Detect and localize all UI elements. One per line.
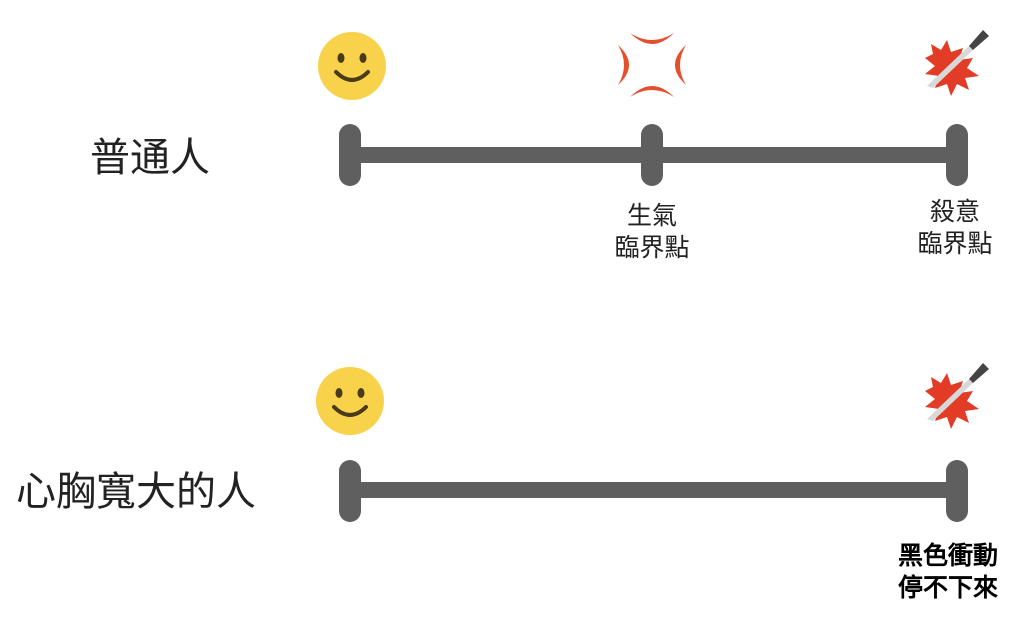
caption-line: 臨界點 — [614, 233, 690, 262]
caption-line: 臨界點 — [917, 229, 993, 258]
timeline-tick-start — [339, 124, 361, 186]
timeline-tick-murder — [946, 124, 968, 186]
smiley-face-icon — [316, 367, 384, 435]
anger-symbol-icon — [618, 33, 686, 97]
row-label-magnanimous-person: 心胸寬大的人 — [16, 469, 256, 515]
timeline-tick-anger — [641, 124, 663, 186]
caption-line: 生氣 — [626, 201, 677, 230]
smiley-face-icon — [318, 32, 386, 100]
murder-threshold-caption: 殺意 臨界點 — [895, 196, 1015, 260]
caption-line: 殺意 — [929, 197, 980, 226]
knife-blood-splat-icon — [925, 30, 989, 96]
caption-line: 黑色衝動 — [897, 541, 998, 570]
anger-threshold-caption: 生氣 臨界點 — [592, 200, 712, 264]
dark-impulse-caption: 黑色衝動 停不下來 — [878, 540, 1018, 604]
row-label-ordinary-person: 普通人 — [90, 135, 210, 181]
timeline-tick-end — [946, 460, 968, 522]
timeline-tick-start — [339, 460, 361, 522]
timeline-bar-magnanimous — [350, 482, 958, 498]
knife-blood-splat-icon — [925, 363, 989, 429]
caption-line: 停不下來 — [897, 573, 998, 602]
